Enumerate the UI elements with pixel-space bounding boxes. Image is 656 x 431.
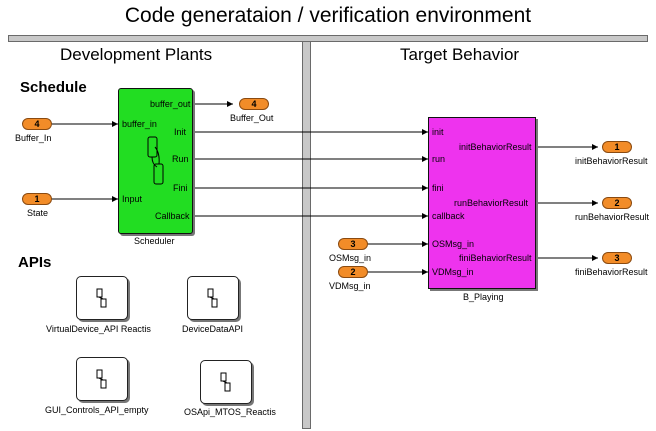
- inport-label: Buffer_In: [15, 133, 52, 143]
- playing-input-port: OSMsg_in: [432, 239, 475, 249]
- api-block-label: VirtualDevice_API Reactis: [46, 324, 151, 334]
- playing-input-port: init: [432, 127, 444, 137]
- playing-output-port: initBehaviorResult: [459, 142, 532, 152]
- playing-input-port: fini: [432, 183, 444, 193]
- stateflow-chart-icon: [147, 136, 164, 185]
- playing-block[interactable]: [428, 117, 536, 289]
- api-block-virtualdevice[interactable]: [76, 276, 128, 320]
- apis-label: APIs: [18, 254, 52, 271]
- subsystem-icon: [220, 372, 231, 392]
- vertical-divider: [302, 41, 311, 429]
- inport-label: OSMsg_in: [329, 253, 372, 263]
- api-block-gui-controls[interactable]: [76, 357, 128, 401]
- api-block-devicedata[interactable]: [187, 276, 239, 320]
- inport-vdmsg[interactable]: 2: [338, 266, 368, 278]
- subsystem-icon: [207, 288, 218, 308]
- inport-label: VDMsg_in: [329, 281, 371, 291]
- api-block-label: DeviceDataAPI: [182, 324, 244, 334]
- schedule-label: Schedule: [20, 79, 87, 96]
- playing-input-port: VDMsg_in: [432, 267, 474, 277]
- scheduler-output-port: Run: [172, 154, 189, 164]
- inport-state[interactable]: 1: [22, 193, 52, 205]
- api-block-osapi[interactable]: [200, 360, 252, 404]
- outport-label: initBehaviorResult: [575, 156, 648, 166]
- scheduler-output-port: Fini: [173, 183, 188, 193]
- playing-input-port: run: [432, 154, 446, 164]
- left-section-header: Development Plants: [60, 45, 213, 64]
- right-section-header: Target Behavior: [400, 45, 520, 64]
- api-block-label: OSApi_MTOS_Reactis: [184, 407, 276, 417]
- outport-fini-result[interactable]: 3: [602, 252, 632, 264]
- inport-osmsg[interactable]: 3: [338, 238, 368, 250]
- playing-input-port: callback: [432, 211, 465, 221]
- playing-name: B_Playing: [463, 292, 504, 302]
- subsystem-icon: [96, 288, 107, 308]
- outport-label: runBehaviorResult: [575, 212, 650, 222]
- outport-label: Buffer_Out: [230, 113, 274, 123]
- playing-output-port: finiBehaviorResult: [459, 253, 532, 263]
- api-block-label: GUI_Controls_API_empty: [45, 405, 149, 415]
- scheduler-input-port: buffer_in: [122, 119, 157, 129]
- diagram-title: Code generataion / verification environm…: [124, 4, 532, 27]
- outport-run-result[interactable]: 2: [602, 197, 632, 209]
- inport-label: State: [27, 208, 49, 218]
- scheduler-output-port: Init: [174, 127, 187, 137]
- horizontal-divider: [8, 35, 648, 42]
- playing-output-port: runBehaviorResult: [454, 198, 529, 208]
- scheduler-block[interactable]: [118, 88, 193, 234]
- outport-init-result[interactable]: 1: [602, 141, 632, 153]
- outport-buffer-out[interactable]: 4: [239, 98, 269, 110]
- inport-buffer-in[interactable]: 4: [22, 118, 52, 130]
- scheduler-output-port: Callback: [155, 211, 190, 221]
- outport-label: finiBehaviorResult: [575, 267, 648, 277]
- scheduler-output-port: buffer_out: [150, 99, 191, 109]
- subsystem-icon: [96, 369, 107, 389]
- scheduler-input-port: Input: [122, 194, 143, 204]
- scheduler-name: Scheduler: [134, 236, 175, 246]
